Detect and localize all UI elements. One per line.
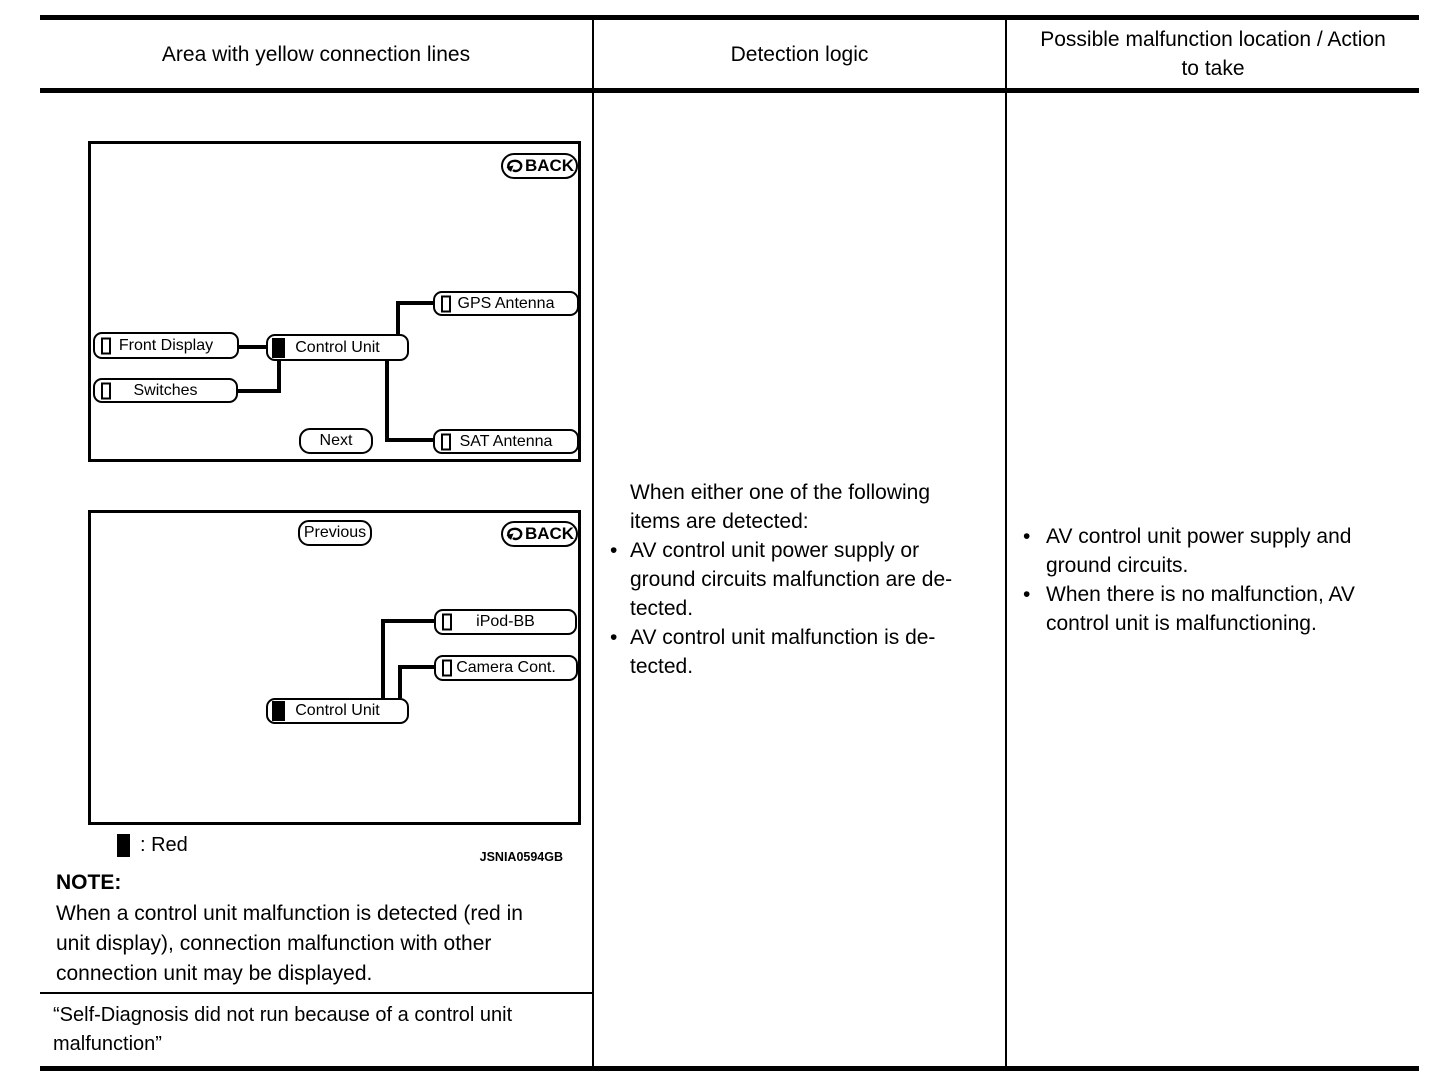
next-button[interactable]: Next (299, 428, 373, 454)
node-label: GPS Antenna (457, 294, 555, 312)
return-arrow-icon (505, 526, 524, 543)
bullet-icon: • (610, 539, 618, 562)
control-unit-node: Control Unit (266, 698, 409, 724)
detection-bullet-item: • AV control unit power supply or ground… (610, 536, 1005, 623)
connector-icon (442, 613, 452, 631)
switches-node: Switches (93, 378, 238, 403)
action-bullet-text: When there is no malfunction, AV control… (1046, 582, 1355, 635)
connection-line (385, 438, 433, 442)
note-message-divider (40, 992, 592, 994)
return-arrow-icon (505, 158, 524, 175)
connection-line (398, 665, 402, 698)
note-heading: NOTE: (56, 871, 122, 894)
legend: : Red (117, 834, 188, 857)
back-button-label: BACK (524, 524, 575, 543)
table-top-border (40, 15, 1419, 20)
table-bottom-border (40, 1066, 1419, 1071)
connector-icon (441, 433, 451, 450)
detection-bullet-item: • AV control unit malfunction is de- tec… (610, 623, 1005, 681)
camera-cont-node: Camera Cont. (434, 655, 578, 681)
column-divider-1 (592, 15, 594, 1066)
self-diagnosis-message: “Self-Diagnosis did not run because of a… (53, 1004, 513, 1055)
connection-line (385, 360, 389, 442)
detection-bullet-text: AV control unit malfunction is de- tecte… (630, 626, 936, 678)
back-button[interactable]: BACK (501, 521, 578, 547)
area-column-cell: BACK GPS Antenna Front Display Control U… (40, 93, 592, 1066)
note-body: When a control unit malfunction is detec… (56, 902, 523, 985)
control-unit-node: Control Unit (266, 334, 409, 361)
connector-icon (441, 295, 451, 312)
front-display-node: Front Display (93, 332, 239, 359)
gps-antenna-node: GPS Antenna (433, 291, 579, 316)
connection-line (396, 301, 433, 305)
action-bullet-item: • AV control unit power supply and groun… (1023, 522, 1419, 580)
legend-label: : Red (140, 834, 188, 856)
bullet-icon: • (1023, 524, 1031, 548)
diagnosis-screen-1: BACK GPS Antenna Front Display Control U… (88, 141, 581, 462)
header-action-column: Possible malfunction location / Action t… (1040, 28, 1386, 80)
back-button[interactable]: BACK (501, 153, 578, 179)
node-label: iPod-BB (476, 613, 535, 630)
previous-button-label: Previous (303, 524, 367, 541)
connection-line (398, 665, 434, 669)
node-label: Control Unit (295, 338, 380, 356)
column-divider-2 (1005, 15, 1007, 1066)
node-label: Camera Cont. (456, 659, 556, 676)
bullet-icon: • (610, 626, 618, 649)
red-status-indicator (272, 337, 285, 358)
node-label: SAT Antenna (459, 432, 553, 450)
action-bullet-item: • When there is no malfunction, AV contr… (1023, 580, 1419, 638)
detection-intro: When either one of the following items a… (630, 481, 931, 533)
header-area-column: Area with yellow connection lines (161, 42, 471, 66)
node-label: Switches (133, 381, 198, 399)
diagnosis-screen-2: Previous BACK iPod-BB Camera Cont. (88, 510, 581, 825)
connection-line (238, 389, 281, 393)
connection-line (381, 619, 385, 698)
bullet-icon: • (1023, 582, 1031, 606)
connection-line (396, 301, 400, 337)
node-label: Front Display (118, 336, 214, 354)
red-indicator-swatch (117, 834, 130, 857)
detection-logic-cell: When either one of the following items a… (594, 93, 1005, 1066)
previous-button[interactable]: Previous (298, 520, 372, 546)
connector-icon (101, 382, 111, 399)
header-bottom-border (40, 88, 1419, 93)
connection-line (277, 360, 281, 393)
red-status-indicator (272, 701, 285, 721)
connection-line (239, 345, 268, 349)
sat-antenna-node: SAT Antenna (433, 429, 579, 454)
connector-icon (101, 337, 111, 354)
connector-icon (442, 659, 452, 677)
header-detection-logic: Detection logic (730, 42, 869, 66)
ipod-bb-node: iPod-BB (434, 609, 577, 635)
action-bullet-text: AV control unit power supply and ground … (1046, 524, 1352, 577)
detection-bullet-text: AV control unit power supply or ground c… (630, 539, 953, 620)
action-cell: • AV control unit power supply and groun… (1007, 93, 1419, 1066)
back-button-label: BACK (524, 156, 575, 175)
connection-line (381, 619, 434, 623)
figure-id: JSNIA0594GB (479, 850, 563, 864)
next-button-label: Next (319, 432, 353, 449)
node-label: Control Unit (295, 702, 380, 719)
